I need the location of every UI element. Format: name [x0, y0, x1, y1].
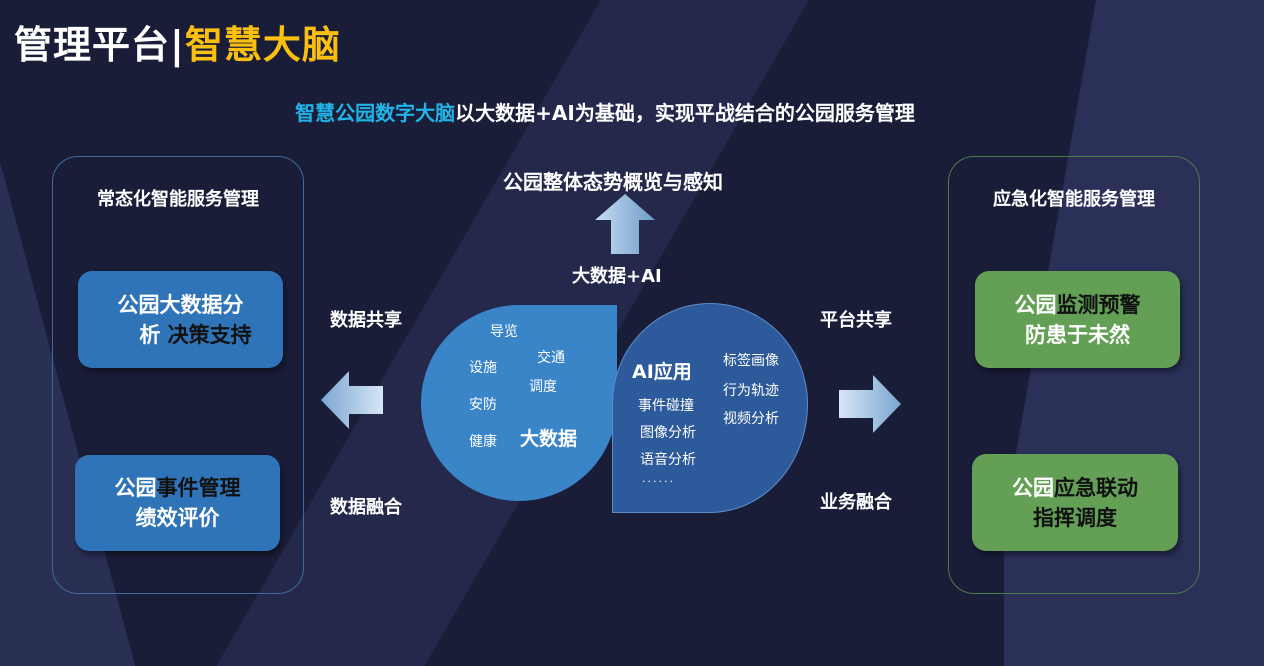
box-line: 事件管理: [156, 476, 241, 500]
bigdata-title: 大数据: [520, 428, 578, 450]
situation-awareness-label: 公园整体态势概览与感知: [503, 170, 723, 194]
left-panel-title: 常态化智能服务管理: [97, 189, 259, 210]
ai-item: 行为轨迹: [723, 383, 779, 399]
ai-item: 事件碰撞: [638, 398, 694, 414]
bigdata-item: 调度: [529, 379, 557, 395]
bigdata-item: 导览: [490, 324, 518, 340]
box-line: 公园: [114, 476, 157, 500]
bigdata-bubble: [421, 305, 617, 501]
ai-title: AI应用: [632, 361, 692, 383]
ai-item: 标签画像: [723, 353, 779, 369]
box-line: 公园: [1012, 475, 1054, 500]
right-panel: 应急化智能服务管理 公园监测预警 防患于未然 公园应急联动 指挥调度: [948, 156, 1200, 594]
up-arrow-icon: [595, 194, 655, 254]
data-fusion-label: 数据融合: [330, 497, 402, 518]
bigdata-ai-label: 大数据+AI: [572, 266, 662, 287]
right-arrow-icon: [839, 375, 901, 433]
box-line: 防患于未然: [1025, 322, 1130, 347]
monitoring-warning-box: 公园监测预警 防患于未然: [975, 271, 1180, 368]
title-white: 管理平台|: [14, 23, 185, 67]
box-line: 公园大数据分: [117, 292, 244, 317]
subtitle: 智慧公园数字大脑以大数据+AI为基础，实现平战结合的公园服务管理: [0, 97, 1210, 126]
box-line: 绩效评价: [135, 506, 220, 530]
data-sharing-label: 数据共享: [330, 310, 402, 331]
bigdata-item: 交通: [537, 350, 565, 366]
title-yellow: 智慧大脑: [184, 23, 341, 67]
box-line: 应急联动: [1054, 475, 1138, 500]
box-line: 析: [139, 322, 168, 347]
box-line: 决策支持: [167, 322, 252, 347]
ai-item: 语音分析: [640, 452, 696, 468]
bigdata-item: 设施: [469, 360, 497, 376]
bigdata-decision-box: 公园大数据分 析 决策支持: [78, 271, 283, 368]
box-line: 公园: [1014, 292, 1057, 317]
emergency-command-box: 公园应急联动 指挥调度: [972, 454, 1178, 551]
platform-sharing-label: 平台共享: [820, 310, 892, 331]
ai-item-more: ......: [642, 472, 675, 485]
event-management-box: 公园事件管理 绩效评价: [75, 455, 280, 551]
subtitle-rest: 以大数据+AI为基础，实现平战结合的公园服务管理: [455, 101, 915, 125]
box-line: 监测预警: [1056, 292, 1141, 317]
page-title: 管理平台|智慧大脑: [14, 14, 341, 69]
ai-item: 图像分析: [640, 425, 696, 441]
ai-item: 视频分析: [723, 411, 779, 427]
subtitle-highlight: 智慧公园数字大脑: [295, 101, 456, 125]
box-line: 指挥调度: [1033, 505, 1117, 530]
right-panel-title: 应急化智能服务管理: [993, 189, 1155, 210]
left-arrow-icon: [321, 371, 383, 429]
ai-bubble: [612, 303, 808, 513]
bigdata-item: 安防: [469, 397, 497, 413]
business-fusion-label: 业务融合: [820, 492, 892, 513]
left-panel: 常态化智能服务管理 公园大数据分 析 决策支持 公园事件管理 绩效评价: [52, 156, 304, 594]
bigdata-item: 健康: [469, 434, 497, 450]
